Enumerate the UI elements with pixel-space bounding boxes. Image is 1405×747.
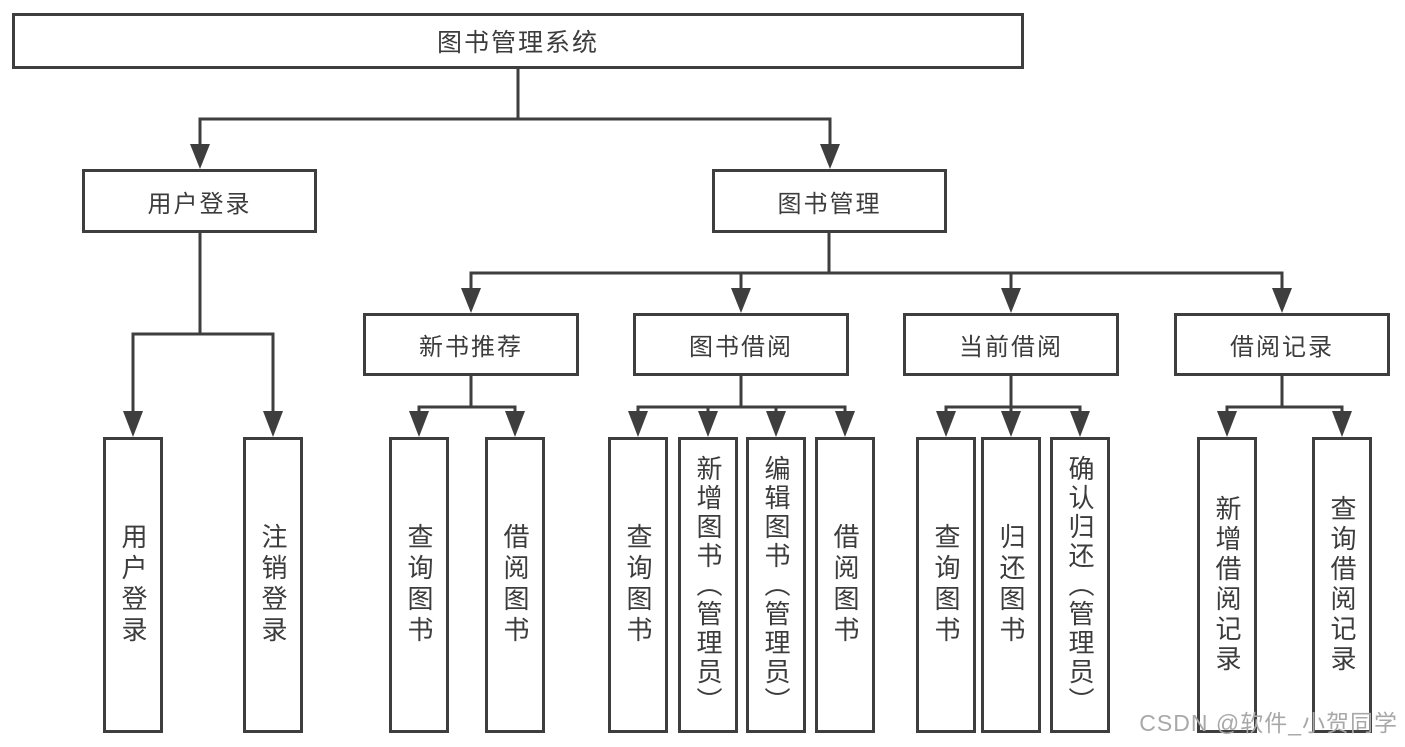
- leaf-bb-edit-books: 编辑图书（管理员）: [746, 437, 806, 733]
- leaf-nb-borrow-books: 借阅图书: [485, 437, 545, 733]
- leaf-bb-borrow-books-label: 借阅图书: [830, 523, 860, 647]
- leaf-bb-query-books: 查询图书: [608, 437, 668, 733]
- leaf-bb-add-books: 新增图书（管理员）: [678, 437, 738, 733]
- leaf-cb-confirm-return-label: 确认归还（管理员）: [1065, 454, 1095, 716]
- leaf-logout-label: 注销登录: [258, 523, 288, 647]
- leaf-nb-query-books-label: 查询图书: [404, 523, 434, 647]
- leaf-cb-confirm-return: 确认归还（管理员）: [1050, 437, 1110, 733]
- leaf-br-query-record-label: 查询借阅记录: [1327, 495, 1357, 675]
- leaf-bb-query-books-label: 查询图书: [623, 523, 653, 647]
- leaf-br-add-record: 新增借阅记录: [1197, 437, 1257, 733]
- leaf-bb-add-books-label: 新增图书（管理员）: [693, 454, 723, 716]
- leaf-logout: 注销登录: [243, 437, 303, 733]
- node-book-management: 图书管理: [712, 169, 947, 233]
- leaf-bb-edit-books-label: 编辑图书（管理员）: [761, 454, 791, 716]
- node-new-book-recommend: 新书推荐: [363, 313, 579, 376]
- leaf-cb-query-books-label: 查询图书: [931, 523, 961, 647]
- leaf-cb-query-books: 查询图书: [916, 437, 976, 733]
- node-user-login: 用户登录: [82, 169, 317, 233]
- leaf-cb-return-books-label: 归还图书: [996, 523, 1026, 647]
- node-current-borrow: 当前借阅: [903, 313, 1119, 376]
- leaf-nb-borrow-books-label: 借阅图书: [500, 523, 530, 647]
- leaf-user-login-label: 用户登录: [118, 523, 148, 647]
- node-root-system: 图书管理系统: [12, 13, 1024, 69]
- leaf-br-query-record: 查询借阅记录: [1312, 437, 1372, 733]
- leaf-nb-query-books: 查询图书: [389, 437, 449, 733]
- csdn-watermark: CSDN @软件_小贺同学: [1139, 710, 1398, 736]
- node-borrow-records: 借阅记录: [1174, 313, 1390, 376]
- leaf-user-login: 用户登录: [103, 437, 163, 733]
- leaf-cb-return-books: 归还图书: [981, 437, 1041, 733]
- leaf-br-add-record-label: 新增借阅记录: [1212, 495, 1242, 675]
- node-book-borrow: 图书借阅: [633, 313, 849, 376]
- leaf-bb-borrow-books: 借阅图书: [815, 437, 875, 733]
